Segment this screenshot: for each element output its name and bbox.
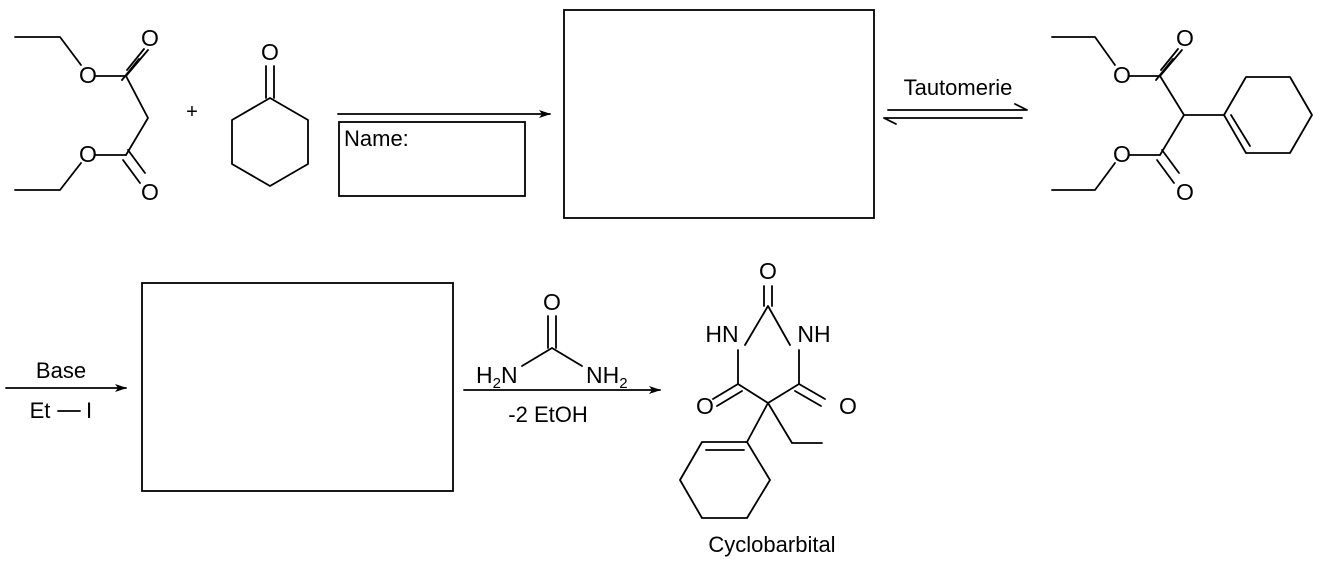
barbital-oxygen-right: O bbox=[839, 393, 857, 419]
barbital-hn: HN bbox=[705, 321, 738, 347]
name-answer-box[interactable] bbox=[338, 121, 526, 197]
product-carbonyl-oxygen-top: O bbox=[1176, 25, 1194, 51]
urea-nh2-left: H2N bbox=[476, 362, 518, 392]
barbital-nh: NH bbox=[797, 321, 830, 347]
byproduct-label: -2 EtOH bbox=[508, 402, 587, 427]
plus-sign: + bbox=[186, 101, 198, 123]
diethyl-malonate-structure: O O O O bbox=[14, 25, 159, 205]
cyclohexanone-oxygen: O bbox=[261, 39, 279, 65]
ethyl-label: Et bbox=[30, 398, 51, 423]
malonate-carbonyl-oxygen-top: O bbox=[141, 25, 159, 51]
cyclohexanone-structure: O bbox=[231, 39, 309, 187]
barbital-oxygen-left: O bbox=[696, 393, 714, 419]
urea-structure: O H2N NH2 bbox=[476, 289, 628, 392]
tautomerie-label: Tautomerie bbox=[904, 75, 1013, 100]
iodide-label: I bbox=[86, 398, 92, 423]
cyclohexenyl-malonate-structure: O O O O bbox=[1051, 25, 1313, 205]
intermediate-answer-box-2[interactable] bbox=[141, 282, 454, 492]
product-name: Cyclobarbital bbox=[708, 532, 835, 557]
product-ester-oxygen-bottom: O bbox=[1113, 141, 1131, 167]
product-ester-oxygen-top: O bbox=[1113, 62, 1131, 88]
urea-nh2-right: NH2 bbox=[586, 362, 628, 392]
product-carbonyl-oxygen-bottom: O bbox=[1176, 179, 1194, 205]
cyclobarbital-structure: O HN NH O O bbox=[679, 258, 857, 519]
barbital-oxygen-top: O bbox=[759, 258, 777, 284]
base-label: Base bbox=[36, 358, 86, 383]
intermediate-answer-box-1[interactable] bbox=[563, 9, 875, 219]
name-label: Name: bbox=[344, 126, 409, 151]
malonate-ester-oxygen-top: O bbox=[79, 62, 97, 88]
malonate-carbonyl-oxygen-bottom: O bbox=[141, 179, 159, 205]
urea-oxygen: O bbox=[543, 289, 561, 315]
tautomerie-equilibrium-arrow bbox=[883, 103, 1028, 125]
malonate-ester-oxygen-bottom: O bbox=[79, 141, 97, 167]
